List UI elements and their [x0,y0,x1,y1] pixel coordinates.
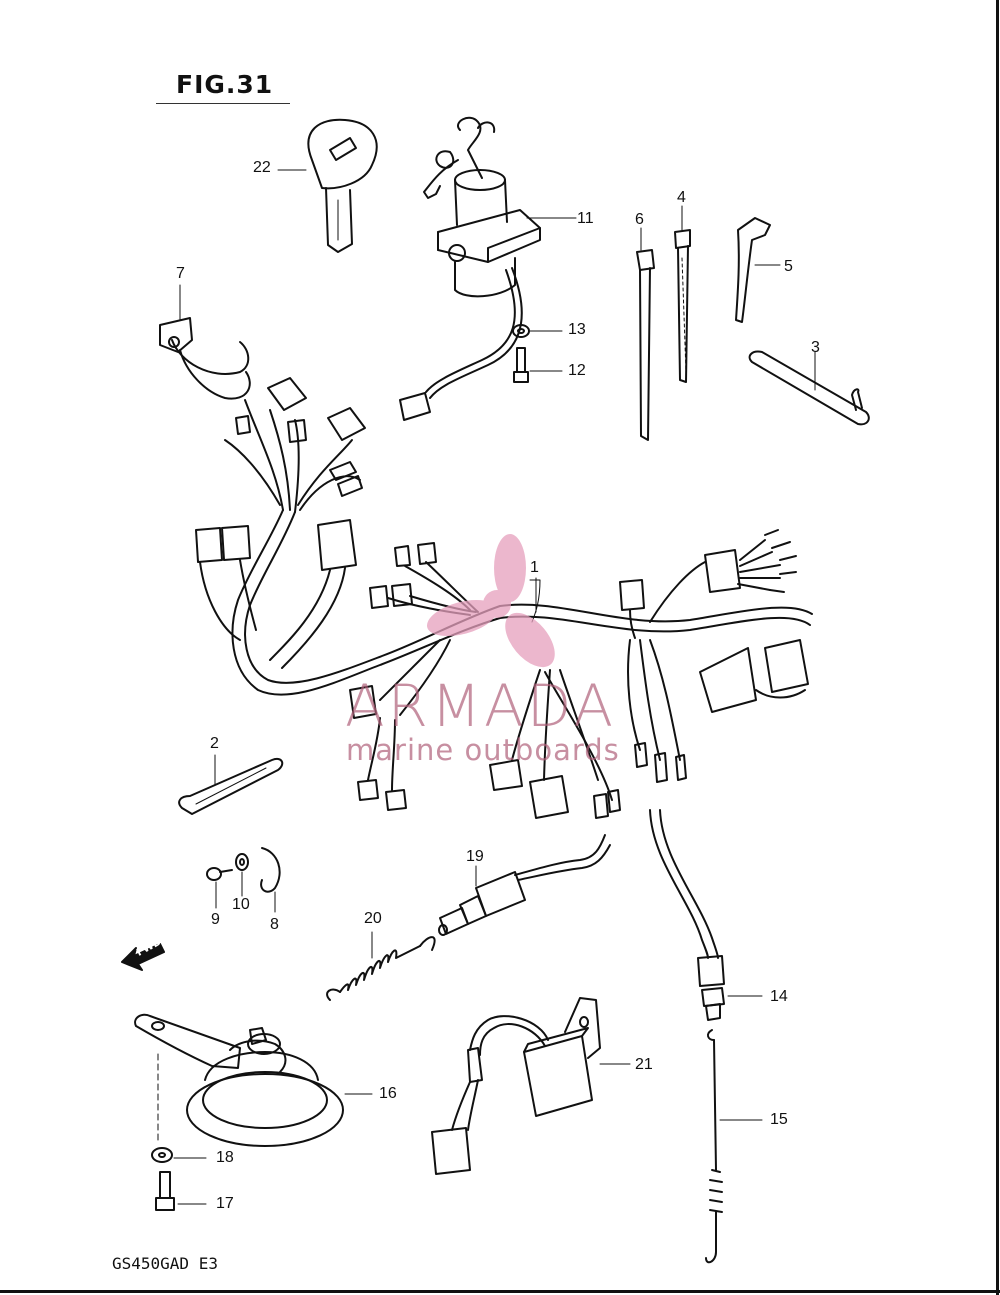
callout-4: 4 [677,189,686,206]
part-16-horn [134,1013,373,1147]
part-15-rod [705,1029,763,1264]
propeller-logo-icon [426,534,555,668]
callout-13: 13 [568,321,586,338]
callout-22: 22 [253,159,271,176]
callout-19: 19 [466,848,484,865]
part-9-screw [206,867,233,909]
callout-8: 8 [270,916,279,933]
part-4-cable-tie [674,205,691,383]
part-5-clamp [735,217,781,323]
part-19-switch [438,834,611,936]
part-22-key [307,118,378,253]
figure-title-underline [156,103,290,104]
part-13-washer [512,324,563,338]
part-6-cable-tie [636,227,655,441]
callout-14: 14 [770,988,788,1005]
callout-6: 6 [635,211,644,228]
part-14-sensor [649,809,763,1021]
part-2-strap [178,754,284,815]
part-1-wire-harness [195,377,813,819]
part-21-relay [431,997,631,1175]
callout-2: 2 [210,735,219,752]
part-3-stay [748,350,870,426]
part-11-ignition-switch [399,116,577,421]
callout-9: 9 [211,911,220,928]
callout-11: 11 [577,210,594,227]
model-code: GS450GAD E3 [112,1254,218,1273]
frame-border-right [996,0,999,1295]
callout-17: 17 [216,1195,234,1212]
callout-12: 12 [568,362,586,379]
part-20-spring [326,931,436,1001]
part-12-bolt [513,347,563,383]
part-17-bolt [155,1171,207,1211]
part-10-washer [235,853,249,897]
watermark-brand: ARMADA [345,672,617,740]
part-8-clip [260,847,281,913]
callout-5: 5 [784,258,793,275]
frame-border-bottom [0,1290,1000,1293]
part-18-washer [151,1147,207,1163]
watermark-tagline: marine outboards [346,733,620,767]
part-7-clamp-bracket [159,284,251,400]
callout-3: 3 [811,339,820,356]
callout-21: 21 [635,1056,653,1073]
callout-16: 16 [379,1085,397,1102]
figure-title: FIG.31 [176,70,274,99]
callout-18: 18 [216,1149,234,1166]
callout-15: 15 [770,1111,788,1128]
callout-20: 20 [364,910,382,927]
callout-1: 1 [530,559,539,576]
callout-7: 7 [176,265,185,282]
fwd-arrow-icon [121,943,165,971]
callout-10: 10 [232,896,250,913]
